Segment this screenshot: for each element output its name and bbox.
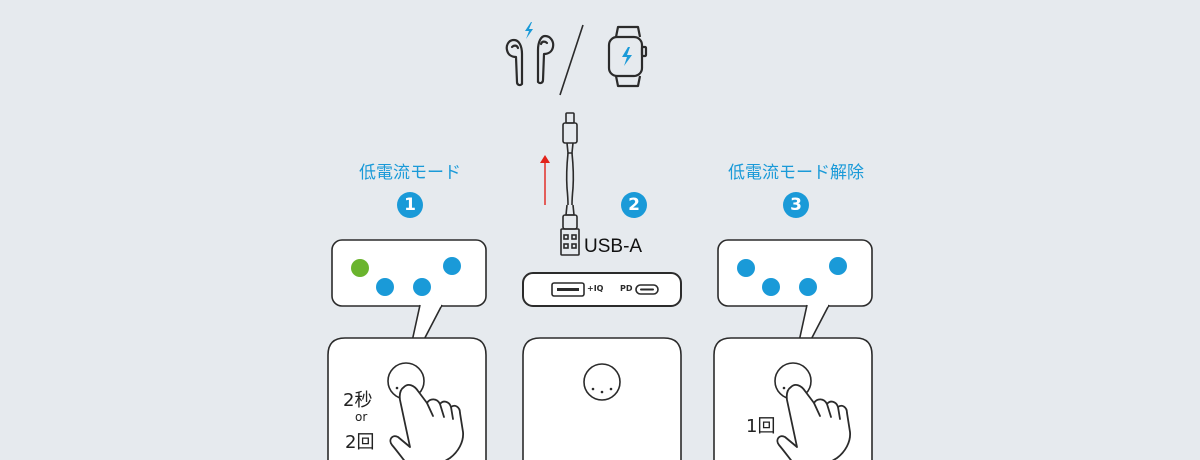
lightning-bolt-icon — [525, 22, 533, 39]
press-count-text-step3: 1回 — [746, 416, 776, 437]
or-text: or — [355, 410, 368, 424]
press-count-text: 2回 — [345, 432, 375, 453]
step-badge-1: 1 — [397, 192, 423, 218]
smartwatch-charging-icon — [607, 25, 648, 88]
watch-bolt-icon — [622, 47, 632, 66]
step-badge-3: 3 — [783, 192, 809, 218]
step-badge-2: 2 — [621, 192, 647, 218]
mode-label-low-current: 低電流モード — [359, 163, 461, 183]
mode-label-low-current-off: 低電流モード解除 — [728, 163, 864, 183]
red-up-arrow-icon — [540, 155, 550, 205]
press-duration-text: 2秒 — [343, 390, 373, 411]
power-button-step2 — [583, 363, 621, 401]
pressing-hand-icon — [776, 384, 851, 460]
led-indicator-blue — [376, 278, 394, 296]
led-indicator-blue — [737, 259, 755, 277]
iq-port-label: +IQ — [587, 284, 604, 293]
led-indicator-blue — [829, 257, 847, 275]
led-indicator-green — [351, 259, 369, 277]
lightning-to-usb-a-cable-icon — [560, 112, 580, 256]
device-separator — [559, 24, 584, 96]
led-indicator-blue — [762, 278, 780, 296]
power-bank-ports — [522, 272, 682, 307]
pd-port-label: PD — [620, 284, 633, 293]
pressing-hand-icon — [389, 384, 464, 460]
usb-a-label: USB-A — [584, 236, 643, 257]
led-indicator-blue — [413, 278, 431, 296]
led-indicator-blue — [443, 257, 461, 275]
led-indicator-blue — [799, 278, 817, 296]
earbuds-charging-icon — [505, 34, 555, 87]
